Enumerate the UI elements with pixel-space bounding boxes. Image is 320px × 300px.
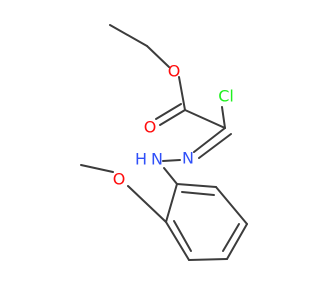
bond-c-cl (221, 106, 226, 129)
ring-inner-1 (173, 220, 192, 252)
atom-o-methoxy: O (113, 170, 126, 189)
atom-o-ester: O (168, 62, 181, 81)
bond-c-o-double-a (159, 109, 186, 126)
bond-o-c-ester (178, 76, 186, 111)
ring-bond-5 (215, 186, 248, 225)
atom-n-imine: N (182, 149, 194, 168)
atom-cl: Cl (218, 87, 234, 106)
bond-n-aryl (163, 167, 178, 185)
bond-n-n (162, 159, 181, 162)
bond-c-o-double-b (155, 103, 182, 120)
atom-o-carbonyl: O (144, 118, 157, 137)
bond-c-n-double-b (198, 133, 232, 159)
bond-ch3-ch2 (109, 24, 148, 47)
ring-bond-3 (188, 258, 228, 261)
bond-c-n-double-a (193, 127, 226, 153)
atom-nh-h: H (135, 150, 147, 169)
ring-bond-1 (165, 183, 178, 223)
bond-c-c (184, 109, 226, 129)
ring-bond-4 (226, 223, 248, 260)
ring-bond-6 (176, 183, 217, 188)
ring-inner-3 (181, 191, 215, 196)
ring-bond-2 (165, 221, 190, 261)
bond-ring-o (127, 185, 167, 223)
bond-o-ch3 (80, 164, 114, 173)
atom-nh-n: N (151, 150, 163, 169)
ring-inner-2 (222, 223, 240, 252)
bond-ch2-o (146, 45, 170, 68)
molecule-structure: O O Cl N H N O (80, 24, 248, 261)
